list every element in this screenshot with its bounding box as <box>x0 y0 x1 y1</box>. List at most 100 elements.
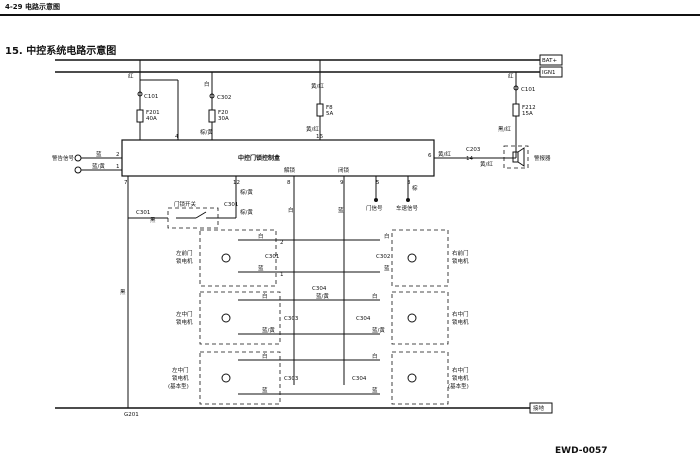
fuse4-connector: C101 <box>521 87 535 93</box>
mid-c303: C303 <box>284 316 299 322</box>
box-pin-16: 16 <box>316 134 323 140</box>
ground-wire-color: 黑 <box>120 289 126 296</box>
right-mid-line2: 锁电机 <box>452 318 469 326</box>
left-base-line1: 左中门 <box>172 366 189 374</box>
right-front-line2: 锁电机 <box>452 257 469 265</box>
ign-label: IGN1 <box>542 70 556 76</box>
fuse1-color: 红 <box>128 72 134 80</box>
bat-tag <box>539 54 563 66</box>
front-c302: C302 <box>376 254 390 260</box>
bat-label: BAT+ <box>542 58 557 64</box>
fuse4-color: 红 <box>508 72 514 80</box>
fuse2-symbol <box>208 109 216 123</box>
alarm-connector: C203 <box>466 147 481 153</box>
ign-tag <box>539 66 563 78</box>
speed-signal-label: 车速信号 <box>396 204 419 212</box>
figure-ref: EWD-0057 <box>555 446 608 456</box>
fuse3-color: 黄/红 <box>311 82 324 90</box>
mid-left-white: 白 <box>262 292 268 300</box>
fuse4-name: F212 <box>522 105 536 111</box>
right-base-line3: (基本型) <box>448 382 469 390</box>
front-left-white: 白 <box>258 232 264 240</box>
fuse2-amp: 30A <box>218 116 229 122</box>
left-mid-motor-box <box>199 291 281 345</box>
fuse2-out: 棕/黄 <box>200 128 213 136</box>
left-base-motor-box <box>199 351 281 405</box>
box-pin-7: 7 <box>124 180 128 186</box>
control-box-label: 中控门锁控制盒 <box>238 154 281 162</box>
fuse4-out: 黑/红 <box>498 125 511 133</box>
box-pin-9: 9 <box>340 180 344 186</box>
lock-bus-color: 蓝 <box>338 206 344 214</box>
right-base-line2: 锁电机 <box>452 374 469 382</box>
switch-wire-color-bottom: 棕/黄 <box>240 208 253 216</box>
left-mid-line1: 左中门 <box>176 310 193 318</box>
base-c304: C304 <box>352 376 367 382</box>
fuse3-out: 黄/红 <box>306 125 319 133</box>
door-signal-terminal <box>374 198 378 202</box>
left-base-line3: (基本型) <box>168 382 189 390</box>
box-pin-4: 4 <box>175 134 179 140</box>
fuse2-connector: C302 <box>217 95 231 101</box>
fuse3-name: F8 <box>326 105 333 111</box>
left-base-line2: 锁电机 <box>172 374 189 382</box>
box-pin-5: 5 <box>376 180 380 186</box>
base-left-white: 白 <box>262 352 268 360</box>
alarm-pin: 14 <box>466 156 473 162</box>
alarm-wire-color: 黄/红 <box>480 160 493 168</box>
right-base-motor-box <box>391 351 449 405</box>
box-pin-3: 3 <box>407 180 411 186</box>
base-right-blue: 蓝 <box>372 386 378 394</box>
right-front-motor-box <box>391 229 449 287</box>
front-c301: C301 <box>265 254 279 260</box>
mid-left-blue-yellow: 蓝/黄 <box>262 326 275 334</box>
control-box <box>121 139 435 177</box>
right-front-motor-icon <box>407 253 417 263</box>
mid-c304: C304 <box>356 316 371 322</box>
page-number: 4-29 <box>5 3 23 11</box>
mid-blue-yellow-top: 蓝/黄 <box>316 292 329 300</box>
warn-signal-label: 警告信号 <box>52 154 75 162</box>
right-base-line1: 右中门 <box>452 366 469 374</box>
speed-signal-terminal <box>406 198 410 202</box>
mid-right-white: 白 <box>372 292 378 300</box>
speed-signal-wire-color: 棕 <box>412 184 418 192</box>
right-base-motor-icon <box>407 373 417 383</box>
diagram-title: 15. 中控系统电路示意图 <box>5 46 117 57</box>
warn-pin-1: 1 <box>116 164 120 170</box>
switch-wire-color-top: 棕/黄 <box>240 188 253 196</box>
base-right-white: 白 <box>372 352 378 360</box>
warn-wire-2-color: 蓝/黄 <box>92 162 105 170</box>
alarm-label: 警报器 <box>534 154 551 162</box>
fuse1-connector-mark <box>137 91 143 97</box>
fuse4-amp: 15A <box>522 111 533 117</box>
header-rule <box>0 14 700 16</box>
right-front-line1: 右前门 <box>452 249 469 257</box>
mid-c304-top: C304 <box>312 286 327 292</box>
front-right-white: 白 <box>384 232 390 240</box>
right-mid-line1: 右中门 <box>452 310 469 318</box>
door-switch-label: 门锁开关 <box>174 200 197 208</box>
switch-blade <box>195 211 207 219</box>
box-pin-6: 6 <box>428 153 432 159</box>
speaker-cone-icon <box>517 147 525 167</box>
right-mid-motor-icon <box>407 313 417 323</box>
fuse1-symbol <box>136 109 144 123</box>
unlock-term: 解锁 <box>284 166 296 174</box>
fuse1-name: F201 <box>146 110 160 116</box>
warn-signal-terminal-2 <box>74 166 82 174</box>
switch-wire-black: 黑 <box>150 217 156 224</box>
ground-point: G201 <box>124 412 139 418</box>
front-left-pin2: 2 <box>280 240 284 246</box>
left-base-motor-icon <box>221 373 231 383</box>
front-right-blue: 蓝 <box>384 264 390 272</box>
section-name: 电路示意图 <box>24 3 60 11</box>
fuse2-name: F20 <box>218 110 229 116</box>
unlock-bus-color: 白 <box>288 206 294 214</box>
alarm-pin-6-wire: 黄/红 <box>438 150 451 158</box>
switch-c301-left: C301 <box>136 210 150 216</box>
left-mid-motor-icon <box>221 313 231 323</box>
fuse4-symbol <box>512 103 520 117</box>
fuse4-connector-mark <box>513 85 519 91</box>
